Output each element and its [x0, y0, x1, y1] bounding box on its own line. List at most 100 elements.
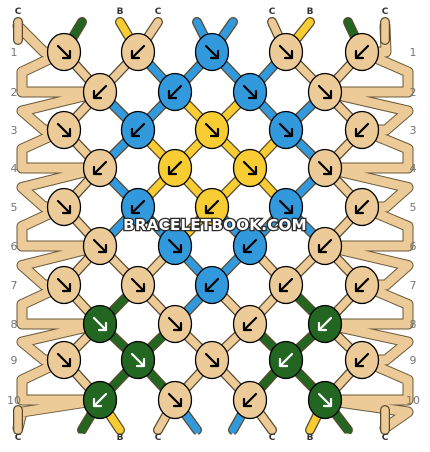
arrow-sw-icon [130, 44, 146, 60]
arrow-se-icon [167, 392, 183, 408]
top-strand-label: C [155, 7, 162, 17]
knot-r9-2 [120, 340, 156, 380]
knot-r4-1 [82, 148, 118, 188]
bottom-strand-label: A [194, 433, 201, 443]
top-strand-label: C [15, 7, 22, 17]
arrow-sw-icon [354, 122, 370, 138]
arrow-sw-icon [278, 277, 294, 293]
knot-r3-5 [344, 110, 380, 150]
knot-r7-1 [46, 265, 82, 305]
row-number-left: 10 [7, 394, 21, 407]
knot-r10-3 [232, 380, 268, 420]
bottom-strand-label: B [117, 433, 124, 443]
arrow-sw-icon [92, 84, 108, 100]
bottom-strand-label: C [269, 433, 276, 443]
knot-r10-2 [157, 380, 193, 420]
knot-r9-1 [46, 340, 82, 380]
arrow-se-icon [204, 122, 220, 138]
row-number-right: 4 [410, 162, 417, 175]
arrow-sw-icon [317, 316, 333, 332]
arrow-sw-icon [130, 199, 146, 215]
top-strand-label: B [307, 7, 314, 17]
arrow-se-icon [56, 277, 72, 293]
arrow-se-icon [317, 160, 333, 176]
bottom-strand-label: D [344, 433, 351, 443]
arrow-se-icon [56, 122, 72, 138]
arrow-sw-icon [130, 122, 146, 138]
top-strand-label: A [230, 7, 237, 17]
row-number-right: 10 [406, 394, 420, 407]
arrow-se-icon [317, 392, 333, 408]
top-strand-label: D [344, 7, 351, 17]
knot-r2-2 [157, 72, 193, 112]
arrow-se-icon [56, 352, 72, 368]
knot-r8-1 [82, 304, 118, 344]
arrow-se-icon [278, 199, 294, 215]
knot-r5-5 [344, 187, 380, 227]
top-strand-label: C [269, 7, 276, 17]
knot-r2-3 [232, 72, 268, 112]
knot-r5-3 [194, 187, 230, 227]
row-number-right: 2 [410, 86, 417, 99]
bottom-strand-label: B [307, 433, 314, 443]
arrow-sw-icon [167, 84, 183, 100]
arrow-sw-icon [204, 199, 220, 215]
knot-r1-2 [120, 32, 156, 72]
knot-r6-4 [307, 226, 343, 266]
bottom-strand-label: D [78, 433, 85, 443]
arrow-sw-icon [92, 160, 108, 176]
row-number-right: 7 [410, 279, 417, 292]
watermark-text: BRACELETBOOK.COM [123, 216, 307, 234]
row-number-left: 3 [11, 124, 18, 137]
knot-r6-2 [157, 226, 193, 266]
arrow-se-icon [130, 352, 146, 368]
row-number-left: 9 [11, 354, 18, 367]
arrow-se-icon [56, 199, 72, 215]
knot-r7-5 [344, 265, 380, 305]
arrow-sw-icon [92, 392, 108, 408]
knot-r9-4 [268, 340, 304, 380]
knot-r3-3 [194, 110, 230, 150]
bottom-strand-label: C [382, 433, 389, 443]
bottom-strand-label: C [15, 433, 22, 443]
arrow-sw-icon [242, 316, 258, 332]
bottom-strand-label: A [230, 433, 237, 443]
knot-layer [46, 32, 380, 420]
row-number-left: 2 [11, 86, 18, 99]
arrow-se-icon [242, 160, 258, 176]
arrow-sw-icon [167, 160, 183, 176]
arrow-sw-icon [354, 44, 370, 60]
arrow-se-icon [278, 44, 294, 60]
knot-r9-3 [194, 340, 230, 380]
knot-r5-1 [46, 187, 82, 227]
knot-r7-2 [120, 265, 156, 305]
arrow-sw-icon [204, 277, 220, 293]
arrow-se-icon [167, 316, 183, 332]
arrow-sw-icon [242, 238, 258, 254]
top-strand-label: C [382, 7, 389, 17]
arrow-sw-icon [354, 277, 370, 293]
arrow-se-icon [317, 84, 333, 100]
top-strand-label: A [194, 7, 201, 17]
knot-r9-5 [344, 340, 380, 380]
knot-r6-1 [82, 226, 118, 266]
knot-r4-2 [157, 148, 193, 188]
arrow-se-icon [204, 352, 220, 368]
arrow-se-icon [204, 44, 220, 60]
row-number-right: 9 [410, 354, 417, 367]
arrow-se-icon [92, 316, 108, 332]
knot-r6-3 [232, 226, 268, 266]
arrow-sw-icon [317, 238, 333, 254]
row-number-right: 8 [410, 318, 417, 331]
row-number-left: 5 [11, 201, 18, 214]
knot-r1-1 [46, 32, 82, 72]
knot-r10-1 [82, 380, 118, 420]
arrow-se-icon [92, 238, 108, 254]
top-strand-label: D [78, 7, 85, 17]
arrow-se-icon [56, 44, 72, 60]
knot-r2-4 [307, 72, 343, 112]
knot-r1-3 [194, 32, 230, 72]
